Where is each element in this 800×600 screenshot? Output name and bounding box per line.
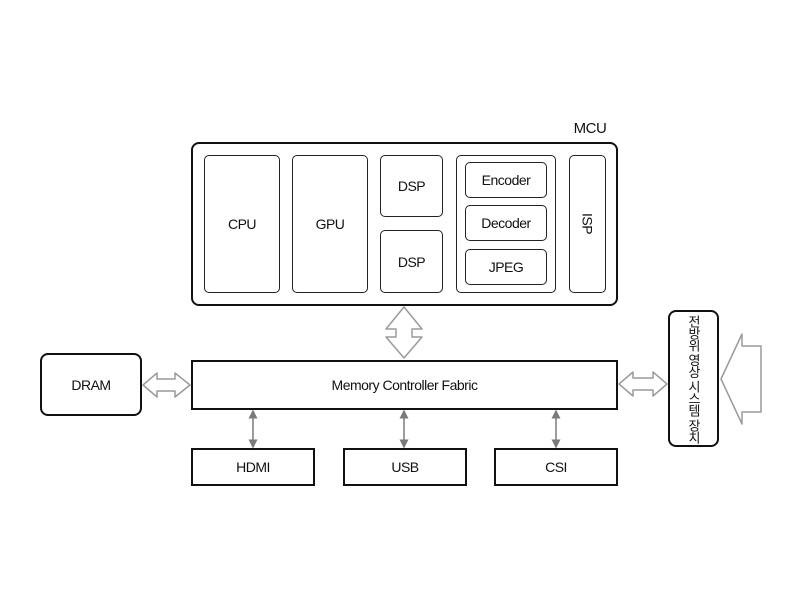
- isp-label: ISP: [579, 213, 596, 235]
- dsp-block-2: DSP: [380, 230, 443, 293]
- hdmi-block: HDMI: [191, 448, 315, 486]
- gpu-block: GPU: [292, 155, 368, 293]
- decoder-block: Decoder: [465, 205, 547, 241]
- usb-block: USB: [343, 448, 467, 486]
- mcu-fabric-double-arrow: [385, 306, 423, 359]
- jpeg-block: JPEG: [465, 249, 547, 285]
- device-input-arrow: [720, 333, 762, 425]
- dsp-block-1: DSP: [380, 155, 443, 217]
- omnidirectional-imaging-device-label: 전방위 영상 시스템 장치: [686, 314, 701, 443]
- omnidirectional-imaging-device: 전방위 영상 시스템 장치: [668, 310, 719, 447]
- mcu-title: MCU: [573, 119, 607, 137]
- cpu-block: CPU: [204, 155, 280, 293]
- fabric-device-double-arrow: [618, 371, 668, 397]
- dram-block: DRAM: [40, 353, 142, 416]
- csi-block: CSI: [494, 448, 618, 486]
- isp-block: ISP: [569, 155, 606, 293]
- encoder-block: Encoder: [465, 162, 547, 198]
- memory-controller-fabric: Memory Controller Fabric: [191, 360, 618, 410]
- dram-fabric-double-arrow: [142, 372, 191, 398]
